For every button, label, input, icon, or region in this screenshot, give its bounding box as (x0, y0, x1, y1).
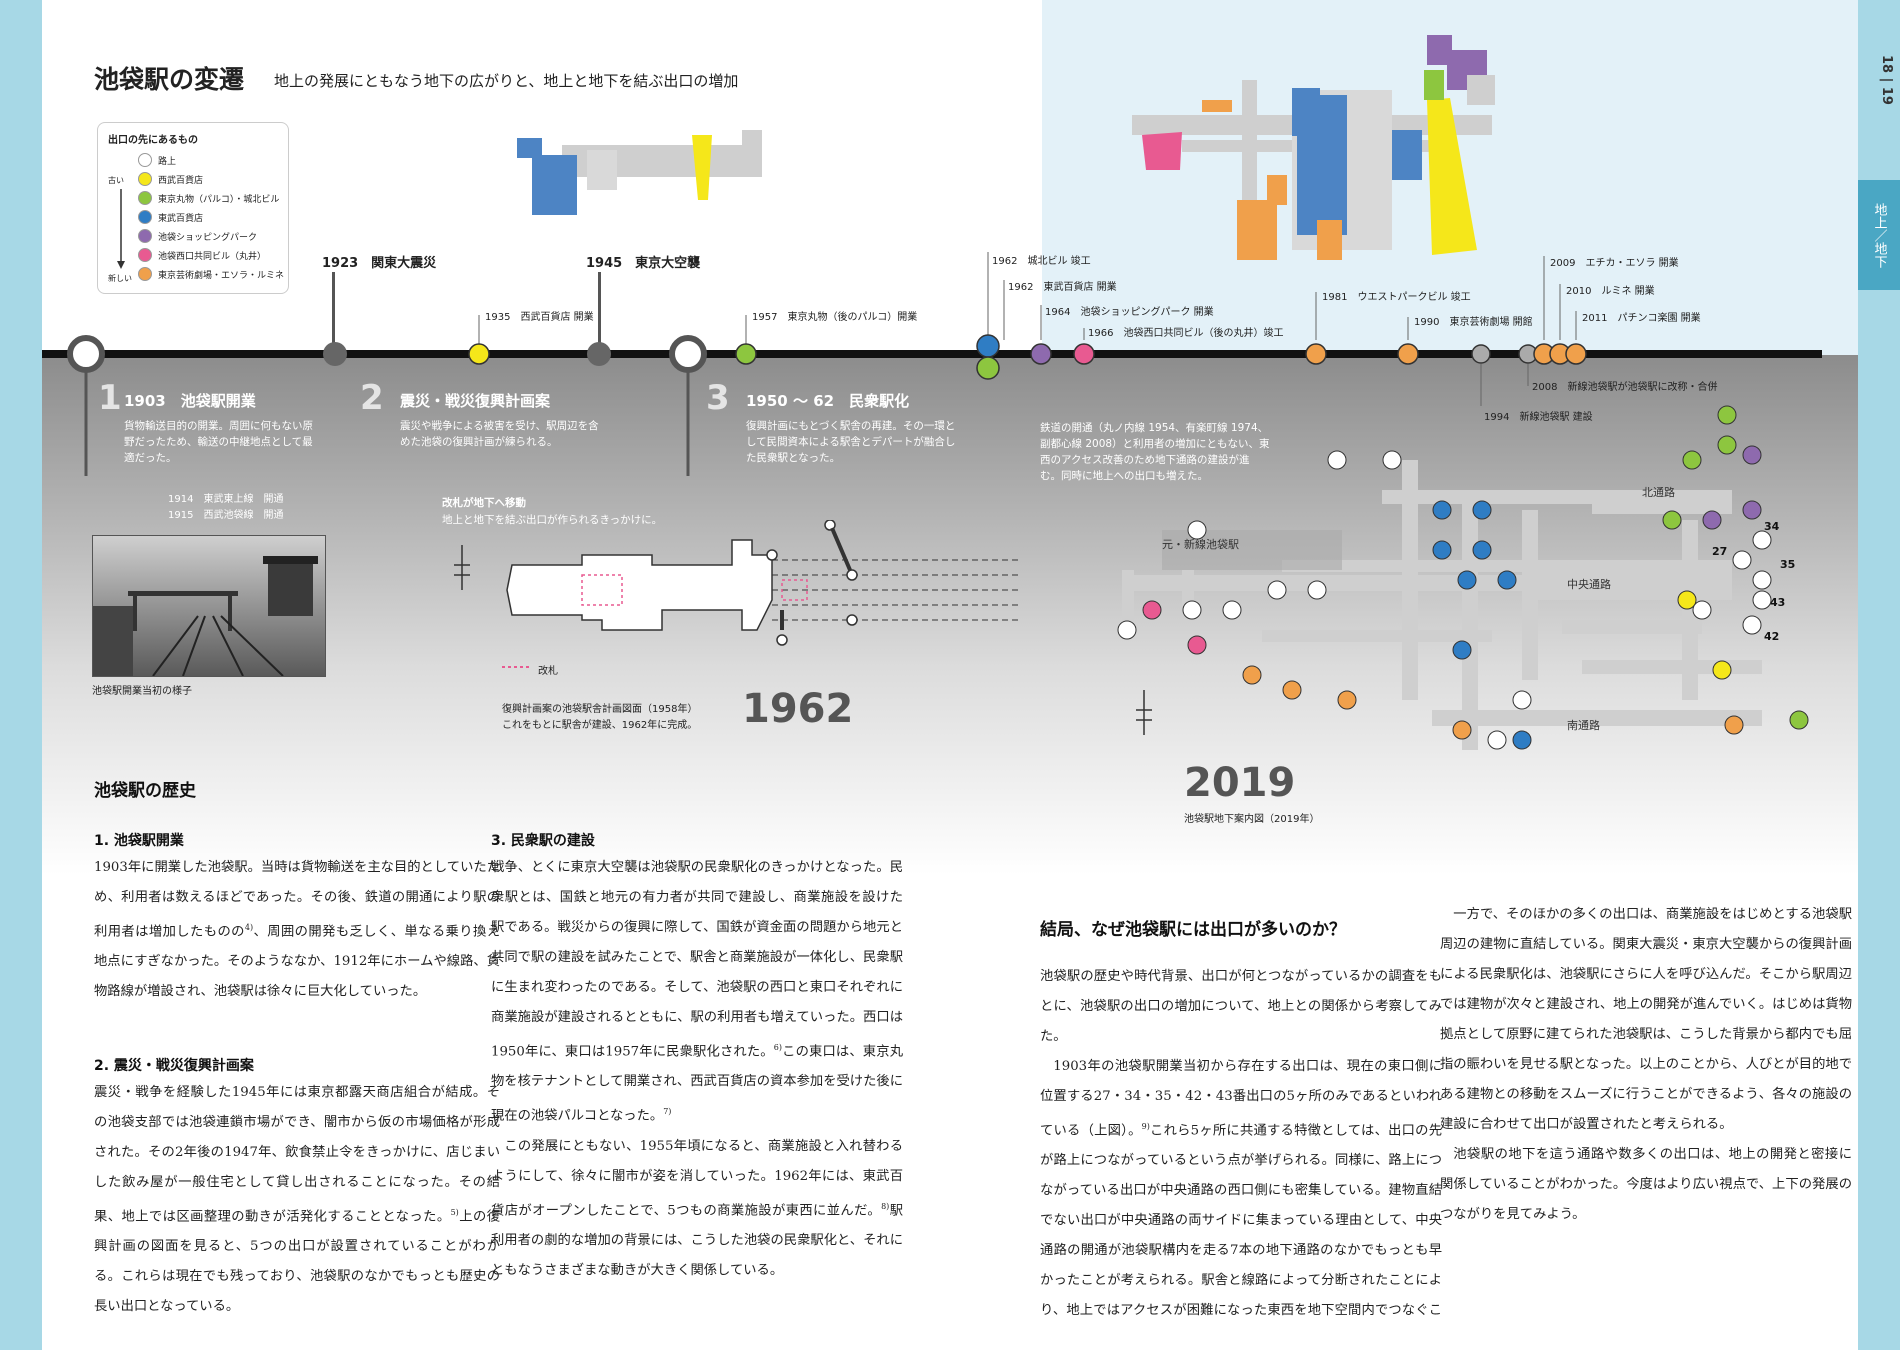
event-stem (598, 272, 601, 352)
purple-dot-icon (138, 229, 152, 243)
legend-title: 出口の先にあるもの (108, 135, 198, 146)
exit-number: 42 (1764, 630, 1779, 643)
event-1945: 1945 東京大空襲 (586, 256, 701, 271)
street-label: 南通路 (1567, 719, 1600, 732)
era-number: 2 (360, 378, 384, 418)
era-desc: 復興計画にもとづく駅舎の再建。その一環として民間資本による駅舎とデパートが融合し… (746, 420, 956, 464)
map1962-note-desc: 地上と地下を結ぶ出口が作られるきっかけに。 (442, 514, 663, 526)
station-map-2019-above (1132, 35, 1495, 260)
event-1981: 1981 ウエストパークビル 竣工 (1322, 292, 1471, 303)
legend-item: 東京丸物（パルコ）・城北ビル (138, 191, 279, 205)
era4-desc: 鉄道の開通（丸ノ内線 1954、有楽町線 1974、副都心線 2008）と利用者… (1040, 422, 1270, 482)
blue-dot-icon (138, 210, 152, 224)
street-label: 中央通路 (1567, 578, 1611, 591)
legend-old-label: 古い (108, 176, 124, 185)
exit-number: 35 (1780, 558, 1795, 571)
event-stem (332, 272, 335, 352)
orange-dot-icon (138, 267, 152, 281)
era1-note: 1914 東武東上線 開通 (168, 494, 284, 505)
event-2008: 2008 新線池袋駅が池袋駅に改称・合併 (1532, 382, 1718, 393)
page-subtitle: 地上の発展にともなう地下の広がりと、地上と地下を結ぶ出口の増加 (274, 72, 739, 90)
event-1935: 1935 西武百貨店 開業 (485, 312, 594, 323)
station-plan-1962 (454, 520, 1022, 646)
event-2010: 2010 ルミネ 開業 (1566, 286, 1655, 297)
era1-note: 1915 西武池袋線 開通 (168, 510, 284, 521)
arrow-down-icon (117, 189, 125, 269)
history-s1-body: 1903年に開業した池袋駅。当時は貨物輸送を主な目的としていたため、利用者は数え… (94, 860, 501, 1000)
map2019-year: 2019 (1184, 760, 1296, 806)
timeline-markers (67, 334, 1587, 476)
photo-caption: 池袋駅開業当初の様子 (92, 686, 192, 697)
page-numbers: 18 | 19 (1879, 55, 1894, 105)
side-tab: 18 | 19 地上／地下 (1858, 0, 1900, 1350)
era-title: 1903 池袋駅開業 (124, 392, 256, 410)
map1962-year: 1962 (742, 686, 854, 732)
exit-number: 34 (1764, 520, 1780, 533)
era-title: 1950 ～ 62 民衆駅化 (746, 392, 910, 410)
legend-new-label: 新しい (108, 274, 132, 283)
page-title: 池袋駅の変遷 (94, 65, 245, 94)
era-desc: 貨物輸送目的の開業。周囲に何もない原野だったため、輸送の中継地点として最適だった… (124, 420, 313, 464)
gate-legend-label: 改札 (538, 666, 558, 677)
era-title: 震災・戦災復興計画案 (400, 392, 551, 410)
history-s1-head: 1. 池袋駅開業 (94, 833, 184, 849)
section-tab[interactable]: 地上／地下 (1858, 180, 1900, 290)
underground-map-2019: 北通路 中央通路 南通路 元・新線池袋駅 34 27 35 43 42 (1117, 405, 1809, 750)
history-title: 池袋駅の歴史 (94, 781, 196, 801)
exit-number: 43 (1770, 596, 1785, 609)
map1962-caption: 復興計画案の池袋駅舎計画図面（1958年） (502, 704, 698, 715)
era-number: 1 (98, 378, 122, 418)
legend-item: 池袋ショッピングパーク (138, 229, 257, 243)
legend-item: 路上 (138, 153, 176, 167)
history-s2-body: 震災・戦争を経験した1945年には東京都露天商店組合が結成。その池袋支部では池袋… (94, 1085, 501, 1315)
legend-item: 東武百貨店 (138, 210, 203, 224)
green-dot-icon (138, 191, 152, 205)
event-1957: 1957 東京丸物（後のパルコ）開業 (752, 312, 918, 323)
exit-legend: 出口の先にあるもの 路上 西武百貨店 東京丸物（パルコ）・城北ビル 東武百貨店 … (97, 122, 289, 294)
event-2011: 2011 パチンコ楽園 開業 (1582, 313, 1701, 324)
history-s2-head: 2. 震災・戦災復興計画案 (94, 1058, 254, 1074)
event-1990: 1990 東京芸術劇場 開館 (1414, 317, 1533, 328)
map2019-caption: 池袋駅地下案内図（2019年） (1184, 814, 1320, 825)
spread-page: 池袋駅の変遷 地上の発展にともなう地下の広がりと、地上と地下を結ぶ出口の増加 出… (42, 0, 1860, 1350)
historic-photo (92, 535, 326, 677)
legend-item: 池袋西口共同ビル（丸井） (138, 248, 266, 262)
gate-legend-icon (502, 666, 532, 668)
map1962-caption: これをもとに駅舎が建設、1962年に完成。 (502, 720, 698, 731)
timeline-axis (42, 350, 1822, 358)
event-1962b: 1962 東武百貨店 開業 (1008, 282, 1117, 293)
legend-item: 西武百貨店 (138, 172, 203, 186)
history-s3-body: 戦争、とくに東京大空襲は池袋駅の民衆駅化のきっかけとなった。民衆駅とは、国鉄と地… (491, 860, 903, 1279)
event-1994: 1994 新線池袋駅 建設 (1484, 412, 1593, 423)
event-1966: 1966 池袋西口共同ビル（後の丸井）竣工 (1088, 328, 1284, 339)
event-1964: 1964 池袋ショッピングパーク 開業 (1045, 307, 1214, 318)
white-dot-icon (138, 153, 152, 167)
era-number: 3 (706, 378, 730, 418)
pink-dot-icon (138, 248, 152, 262)
legend-item: 東京芸術劇場・エソラ・ルミネ (138, 267, 284, 281)
underground-zone (42, 355, 1860, 875)
conclusion-body-col2: 一方で、そのほかの多くの出口は、商業施設をはじめとする池袋駅周辺の建物に直結して… (1440, 907, 1852, 1222)
street-label: 元・新線池袋駅 (1162, 537, 1239, 551)
timeline-stems (478, 252, 1577, 350)
station-map-1935 (517, 130, 762, 215)
map1962-note-title: 改札が地下へ移動 (442, 497, 526, 509)
event-1923: 1923 関東大震災 (322, 256, 437, 271)
conclusion-title: 結局、なぜ池袋駅には出口が多いのか？ (1040, 920, 1346, 940)
history-s3-head: 3. 民衆駅の建設 (491, 833, 595, 849)
railway-photo-icon (93, 556, 318, 676)
exit-number: 27 (1712, 545, 1727, 558)
event-2009: 2009 エチカ・エソラ 開業 (1550, 258, 1679, 269)
event-1962a: 1962 城北ビル 竣工 (992, 256, 1091, 267)
street-label: 北通路 (1642, 486, 1675, 499)
era-desc: 震災や戦争による被害を受け、駅周辺を含めた池袋の復興計画が練られる。 (400, 420, 599, 448)
conclusion-body-col1: 池袋駅の歴史や時代背景、出口が何とつながっているかの調査をもとに、池袋駅の出口の… (1040, 969, 1442, 1319)
yellow-dot-icon (138, 172, 152, 186)
